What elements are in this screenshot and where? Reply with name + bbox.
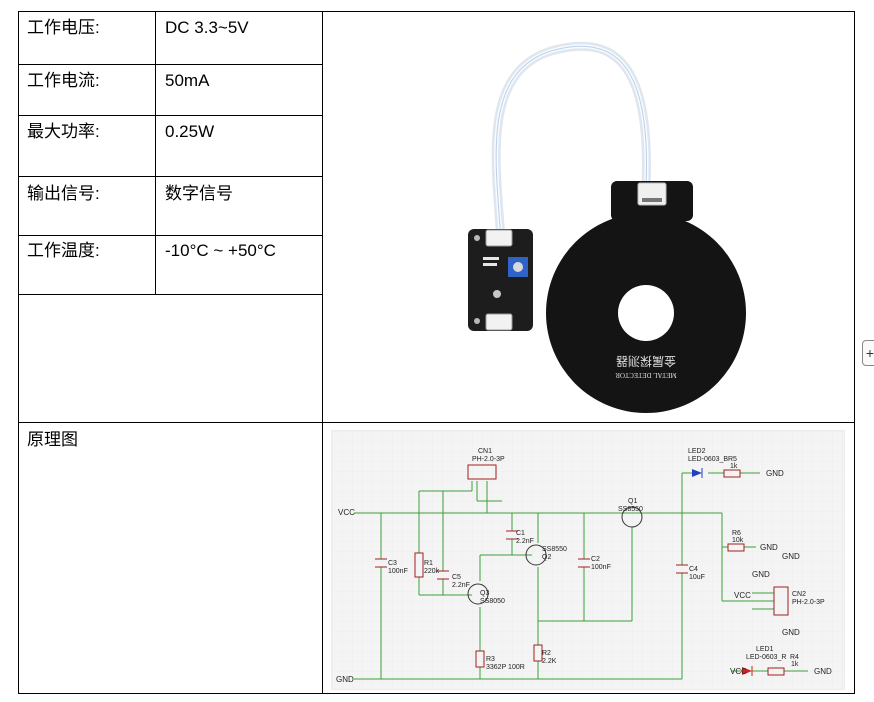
sch-vcc-cn2: VCC: [734, 591, 751, 600]
table-divider: [18, 294, 322, 295]
sch-c2: C2: [591, 556, 600, 563]
sch-gnd-r5: GND: [766, 469, 784, 478]
sch-c5-val: 2.2nF: [452, 582, 470, 589]
spec-label-current: 工作电流:: [27, 71, 100, 90]
spec-label-power: 最大功率:: [27, 122, 100, 141]
coil-text-en: METAL DETECTOR: [615, 371, 677, 379]
spec-value-temperature: -10°C ~ +50°C: [165, 241, 276, 260]
sch-cn2: CN2: [792, 591, 806, 598]
sch-c1-val: 2.2nF: [516, 538, 534, 545]
sch-gnd-r6: GND: [760, 543, 778, 552]
sch-r4: R4: [790, 654, 799, 661]
table-divider: [18, 235, 322, 236]
sch-cn1: CN1: [478, 448, 492, 455]
table-divider: [155, 11, 156, 295]
sch-q2: Q2: [542, 554, 551, 561]
sch-r2-val: 2.2K: [542, 658, 557, 665]
coil-text-cn: 金属探测器: [616, 354, 676, 369]
sch-cn1-type: PH-2.0-3P: [472, 456, 505, 463]
sch-q3: Q3: [480, 590, 489, 597]
spec-table: [18, 11, 855, 694]
spec-label-output: 输出信号:: [27, 184, 100, 203]
sch-r6: R6: [732, 530, 741, 537]
spec-label-voltage: 工作电压:: [27, 18, 100, 37]
sch-r6-val: 10k: [732, 537, 744, 544]
sch-r4-val: 1k: [791, 661, 799, 668]
sch-led2: LED2: [688, 448, 706, 455]
sch-led1: LED1: [756, 646, 774, 653]
sch-c5: C5: [452, 574, 461, 581]
sch-vcc-led1: VCC: [730, 667, 747, 676]
sch-r2: R2: [542, 650, 551, 657]
product-photo: METAL DETECTOR 金属探测器: [401, 13, 771, 415]
sch-c1: C1: [516, 530, 525, 537]
table-divider: [18, 422, 855, 423]
expand-icon[interactable]: +: [862, 340, 874, 366]
sch-vcc: VCC: [338, 508, 355, 517]
sch-r5: R5: [728, 456, 737, 463]
sch-q1: Q1: [628, 498, 637, 505]
spec-value-output: 数字信号: [165, 184, 233, 203]
sch-c4-val: 10uF: [689, 574, 705, 581]
schematic-label: 原理图: [27, 430, 78, 449]
spec-label-temperature: 工作温度:: [27, 241, 100, 260]
table-divider: [322, 11, 323, 694]
sch-r1-val: 220k: [424, 568, 440, 575]
sch-c3: C3: [388, 560, 397, 567]
sch-r3: R3: [486, 656, 495, 663]
sch-gnd-cn2-top: GND: [782, 552, 800, 561]
table-divider: [18, 176, 322, 177]
sch-c2-val: 100nF: [591, 564, 611, 571]
table-divider: [18, 115, 322, 116]
sch-c4: C4: [689, 566, 698, 573]
sch-gnd-led1: GND: [814, 667, 832, 676]
sch-cn2-type: PH-2.0-3P: [792, 599, 825, 606]
spec-value-power: 0.25W: [165, 122, 215, 141]
sch-r5-val: 1k: [730, 463, 738, 470]
sch-gnd-cn2-left: GND: [752, 570, 770, 579]
spec-value-current: 50mA: [165, 71, 210, 90]
sch-r1: R1: [424, 560, 433, 567]
sch-led1-val: LED-0603_R: [746, 654, 786, 661]
table-divider: [18, 64, 322, 65]
sch-r3-val: 3362P 100R: [486, 664, 525, 671]
sch-q3-val: SS8050: [480, 598, 505, 605]
schematic-diagram: VCC GND CN1 PH-2.0-3P C3 100nF R1 220k C…: [331, 430, 845, 690]
sch-led2-val: LED-0603_B: [688, 456, 728, 463]
spec-value-voltage: DC 3.3~5V: [165, 18, 249, 37]
sch-q1-val: SS8550: [618, 506, 643, 513]
sch-c3-val: 100nF: [388, 568, 408, 575]
sch-gnd-cn2-bottom: GND: [782, 628, 800, 637]
sch-gnd: GND: [336, 675, 354, 684]
sch-q2-val: SS8550: [542, 546, 567, 553]
